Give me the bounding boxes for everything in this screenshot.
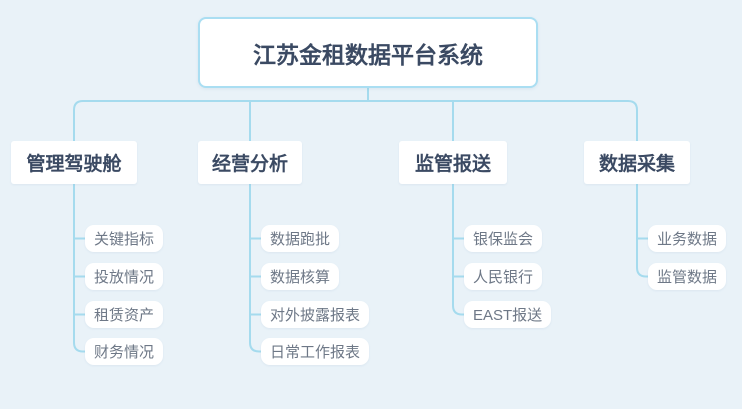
root-label: 江苏金租数据平台系统 <box>253 41 483 68</box>
child-node[interactable]: 数据核算 <box>261 263 340 290</box>
child-node[interactable]: 数据跑批 <box>261 225 340 252</box>
branch-node-1[interactable]: 管理驾驶舱 <box>11 141 137 184</box>
child-label: 业务数据 <box>657 231 718 248</box>
child-node[interactable]: 对外披露报表 <box>261 301 370 328</box>
branch-node-2[interactable]: 经营分析 <box>198 141 302 184</box>
child-label: EAST报送 <box>473 307 543 324</box>
branch-label: 管理驾驶舱 <box>26 154 122 175</box>
child-node[interactable]: 日常工作报表 <box>261 338 370 365</box>
branch-label: 经营分析 <box>211 154 288 175</box>
child-label: 人民银行 <box>473 269 534 286</box>
child-label: 监管数据 <box>657 269 718 286</box>
branch-label: 数据采集 <box>598 154 675 175</box>
child-node[interactable]: 监管数据 <box>648 263 727 290</box>
child-node[interactable]: 租赁资产 <box>85 301 164 328</box>
child-node[interactable]: 银保监会 <box>464 225 543 252</box>
child-label: 数据跑批 <box>270 231 331 248</box>
child-label: 财务情况 <box>94 344 155 361</box>
child-node[interactable]: EAST报送 <box>464 301 552 328</box>
child-label: 租赁资产 <box>94 307 155 324</box>
branch-node-4[interactable]: 数据采集 <box>584 141 690 184</box>
child-node[interactable]: 人民银行 <box>464 263 543 290</box>
child-node[interactable]: 财务情况 <box>85 338 164 365</box>
child-label: 对外披露报表 <box>270 307 361 324</box>
child-label: 日常工作报表 <box>270 344 361 361</box>
child-node[interactable]: 投放情况 <box>85 263 164 290</box>
child-node[interactable]: 业务数据 <box>648 225 727 252</box>
branch-node-3[interactable]: 监管报送 <box>399 141 507 184</box>
root-node[interactable]: 江苏金租数据平台系统 <box>198 17 538 88</box>
child-label: 投放情况 <box>94 269 155 286</box>
child-label: 关键指标 <box>94 231 155 248</box>
child-node[interactable]: 关键指标 <box>85 225 164 252</box>
child-label: 银保监会 <box>473 231 534 248</box>
child-label: 数据核算 <box>270 269 331 286</box>
branch-label: 监管报送 <box>414 154 491 175</box>
